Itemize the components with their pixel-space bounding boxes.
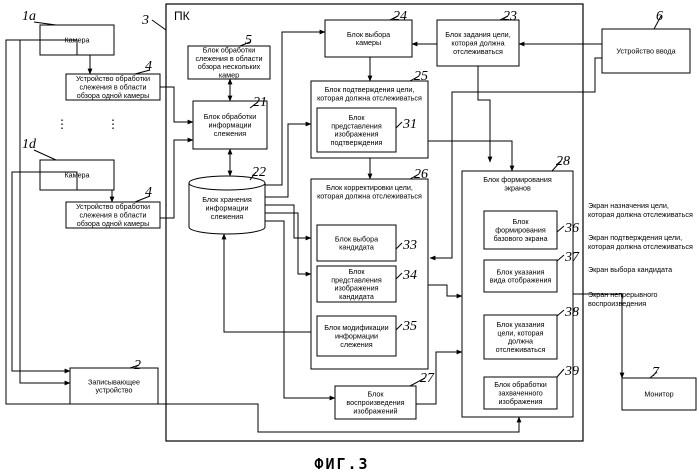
block-ref-number: 35 (402, 319, 417, 334)
block-recorder: Записывающееустройство2 (70, 358, 158, 404)
pc-reference: 3 (141, 13, 166, 30)
block-label-line: изображения (498, 397, 542, 406)
block-ref-number: 38 (564, 305, 579, 320)
figure-caption: ФИГ.3 (314, 455, 369, 473)
block-label-line: которая должна отслеживаться (317, 191, 422, 200)
block-label-line: Монитор (644, 390, 673, 399)
block-ref-number: 36 (564, 221, 579, 236)
block-label-line: обзора одной камеры (77, 91, 150, 100)
screen-list-line: воспроизведения (588, 299, 646, 308)
block-label-line: базового экрана (493, 234, 547, 243)
block-ref-number: 31 (402, 117, 417, 132)
block-ref-number: 39 (564, 364, 579, 379)
leader-line (34, 150, 56, 160)
screen-list-line: которая должна отслеживаться (588, 210, 693, 219)
block-camera-select: Блок выборакамеры24 (325, 9, 412, 57)
block-label-line: кандидата (339, 243, 374, 252)
block-ref-number: 23 (503, 9, 517, 24)
block-ref-number: 4 (145, 59, 152, 74)
block-label-line: обзора одной камеры (77, 219, 150, 228)
block-label-line: слежения (340, 340, 372, 349)
block-label-line: вида отображения (490, 276, 552, 285)
block-single-tracker-1: Устройство обработкислежения в областиоб… (66, 59, 160, 100)
block-label-line: камеры (356, 38, 381, 47)
block-ref-number: 26 (414, 167, 428, 182)
block-label-line: Устройство ввода (616, 47, 675, 56)
block-tracking-storage: Блок храненияинформациислежения22 (189, 165, 266, 234)
screen-list-line: Экран назначения цели, (588, 201, 669, 210)
screen-list-line: Экран выбора кандидата (588, 265, 672, 274)
block-ref-number: 25 (414, 69, 428, 84)
block-label-line: которая должна отслеживаться (317, 93, 422, 102)
block-target-setting: Блок задания цели,которая должнаотслежив… (437, 9, 519, 66)
screen-list-line: Экран непрерывного (588, 290, 658, 299)
block-ref-number: 22 (252, 165, 266, 180)
block-single-tracker-2: Устройство обработкислежения в областиоб… (66, 185, 160, 228)
block-ref-number: 28 (556, 154, 570, 169)
block-multi-tracker: Блок обработкислежения в областиобзора н… (188, 33, 270, 80)
block-label-line: камер (219, 71, 239, 80)
block-label-line: слежения (211, 212, 243, 221)
block-label-line: слежения (214, 129, 246, 138)
block-input-device: Устройство ввода 6 (602, 9, 690, 73)
block-ref-number: 37 (564, 250, 580, 265)
block-ref-number: 1a (22, 9, 36, 24)
block-playback: Блоквоспроизведенияизображений27 (335, 371, 435, 419)
block-label-line: экранов (504, 183, 531, 192)
block-tracking-info: Блок обработкиинформациислежения21 (193, 95, 267, 149)
block-label-line: изображений (353, 406, 397, 415)
block-ref-number: 6 (656, 9, 663, 24)
block-label-line: кандидата (339, 292, 374, 301)
screen-list-line: Экран подтверждения цели, (588, 233, 682, 242)
block-label-line: подтверждения (331, 138, 383, 147)
block-ref-number: 34 (402, 268, 417, 283)
block-camera-1a: Камера1a (22, 9, 114, 55)
block-ref-number: 1d (22, 137, 37, 152)
screen-list: Экран назначения цели,которая должна отс… (588, 201, 693, 308)
block-camera-1d: Камера1d (22, 137, 114, 190)
block-ref-number: 5 (245, 33, 252, 48)
block-label-line: отслеживаться (496, 345, 546, 354)
ellipsis-left: ⋮ (56, 117, 68, 131)
block-label-line: устройство (95, 386, 132, 395)
block-ref-number: 27 (420, 371, 435, 386)
block-monitor: Монитор7 (622, 365, 696, 410)
pc-label: ПК (174, 9, 190, 23)
block-label-line: отслеживаться (453, 47, 503, 56)
pc-ref-number: 3 (141, 13, 149, 28)
block-ref-number: 33 (402, 238, 417, 253)
ellipsis-mid: ⋮ (107, 117, 119, 131)
screen-list-line: которая должна отслеживаться (588, 242, 693, 251)
block-ref-number: 21 (253, 95, 267, 110)
block-ref-number: 24 (393, 9, 407, 24)
